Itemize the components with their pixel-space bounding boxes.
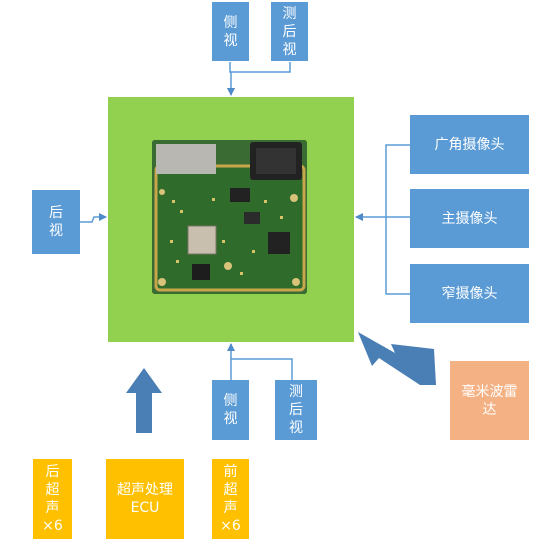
rear-view-camera: 后 视 bbox=[32, 190, 80, 254]
bottom-side-view-label: 侧 视 bbox=[223, 393, 238, 427]
top-side-view-label: 侧 视 bbox=[223, 14, 238, 49]
front-ultrasonic-label: 前 超 声 ×6 bbox=[220, 464, 241, 534]
large-up-arrow bbox=[126, 368, 162, 433]
main-camera: 主摄像头 bbox=[410, 189, 529, 248]
bottom-side-view-camera: 侧 视 bbox=[212, 380, 249, 440]
wide-angle-camera-label: 广角摄像头 bbox=[434, 136, 505, 153]
ultrasonic-ecu: 超声处理 ECU bbox=[106, 459, 184, 539]
narrow-camera-label: 窄摄像头 bbox=[441, 285, 498, 302]
narrow-camera: 窄摄像头 bbox=[410, 264, 529, 323]
mmwave-radar-label: 毫米波雷 达 bbox=[461, 383, 518, 418]
front-ultrasonic-sensors: 前 超 声 ×6 bbox=[212, 459, 249, 539]
rear-ultrasonic-label: 后 超 声 ×6 bbox=[42, 464, 63, 534]
rear-ultrasonic-sensors: 后 超 声 ×6 bbox=[33, 459, 72, 539]
radar-arrow bbox=[358, 332, 436, 385]
mmwave-radar: 毫米波雷 达 bbox=[450, 361, 529, 440]
bottom-rear-view-label: 测 后 视 bbox=[289, 384, 303, 436]
bottom-rear-view-camera: 测 后 视 bbox=[275, 380, 317, 440]
main-camera-label: 主摄像头 bbox=[441, 210, 498, 227]
circuit-board-image bbox=[152, 140, 307, 294]
top-rear-view-camera: 测 后 视 bbox=[271, 2, 308, 61]
top-side-view-camera: 侧 视 bbox=[212, 2, 249, 61]
top-rear-view-label: 测 后 视 bbox=[282, 5, 297, 58]
ultrasonic-ecu-label: 超声处理 ECU bbox=[117, 482, 173, 516]
rear-view-label: 后 视 bbox=[49, 205, 63, 239]
wide-angle-camera: 广角摄像头 bbox=[410, 115, 529, 174]
circuit-board-graphic bbox=[152, 140, 307, 294]
